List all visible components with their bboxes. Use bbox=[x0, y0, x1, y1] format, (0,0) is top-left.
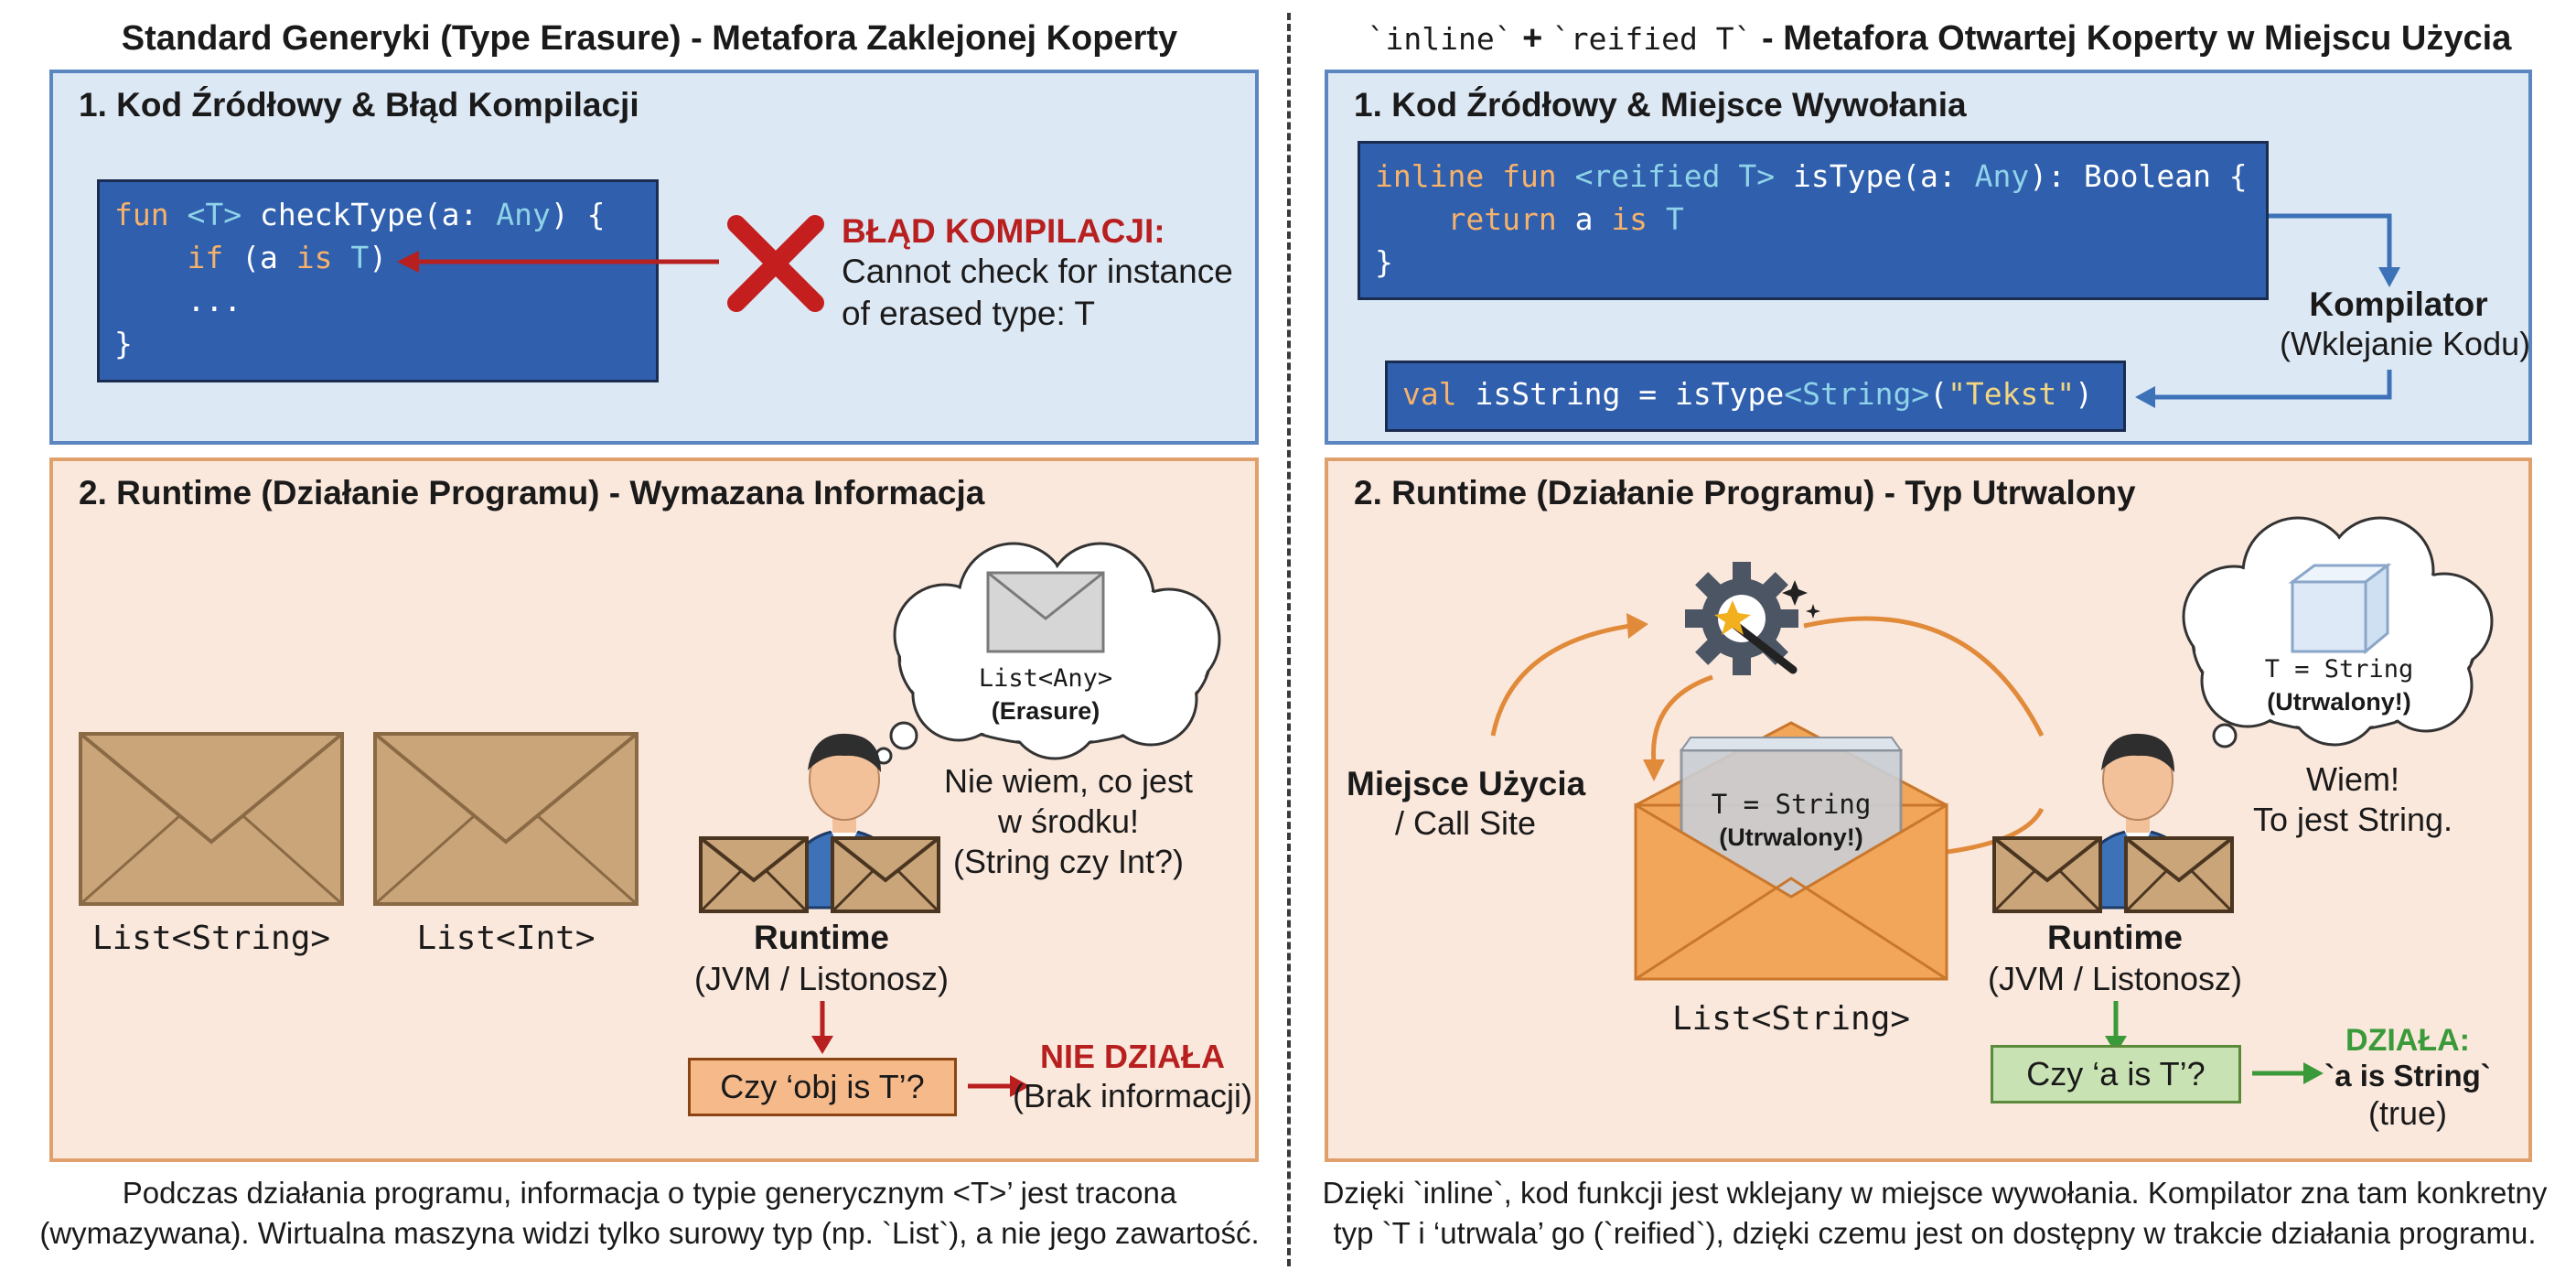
envelope-label-string: List<String> bbox=[91, 920, 331, 957]
right-caption-line-2: typ `T i ‘utrwala’ go (`reified`), dzięk… bbox=[1333, 1216, 2537, 1250]
question-box: Czy ‘a is T’? bbox=[1991, 1045, 2241, 1103]
arrow-icon bbox=[968, 1075, 1030, 1097]
right-column-title: `inline` + `reified T` - Metafora Otwart… bbox=[1317, 13, 2561, 64]
runtime-subtitle: (JVM / Listonosz) bbox=[1987, 960, 2243, 997]
speech-line-3: (String czy Int?) bbox=[952, 843, 1185, 880]
compiler-flow-arrows bbox=[2135, 213, 2400, 408]
result-code: `a is String` bbox=[2324, 1059, 2491, 1093]
envelope-icon bbox=[831, 836, 940, 913]
title-plus: + bbox=[1512, 19, 1552, 58]
result-subtitle: (true) bbox=[2367, 1094, 2447, 1132]
envelope-label-int: List<Int> bbox=[416, 920, 596, 957]
runtime-title: Runtime bbox=[2047, 919, 2183, 956]
left-compile-panel: 1. Kod Źródłowy & Błąd Kompilacji fun <T… bbox=[49, 70, 1259, 445]
column-divider bbox=[1287, 13, 1291, 1266]
code-line-1: inline fun <reified T> isType(a: Any): B… bbox=[1375, 158, 2248, 194]
thought-type: List<Any> bbox=[978, 664, 1113, 693]
title-inline-code: `inline` bbox=[1367, 21, 1513, 57]
compiler-subtitle: (Wklejanie Kodu) bbox=[2280, 325, 2531, 362]
compiler-title: Kompilator bbox=[2309, 285, 2488, 323]
code-line-2: if (a is T) bbox=[187, 240, 388, 275]
right-code-block: inline fun <reified T> isType(a: Any): B… bbox=[1358, 141, 2269, 300]
question-box: Czy ‘obj is T’? bbox=[688, 1058, 957, 1116]
result-fail: NIE DZIAŁA (Brak informacji) bbox=[986, 1038, 1279, 1116]
speech-line-1: Wiem! bbox=[2306, 760, 2399, 798]
envelope-icon bbox=[79, 732, 344, 906]
error-arrow bbox=[397, 251, 719, 273]
right-panel1-title: 1. Kod Źródłowy & Miejsce Wywołania bbox=[1354, 86, 1967, 124]
runtime-title: Runtime bbox=[754, 919, 889, 956]
result-subtitle: (Brak informacji) bbox=[1012, 1077, 1253, 1114]
code-line-3: ... bbox=[114, 283, 242, 318]
left-column-title: Standard Generyki (Type Erasure) - Metaf… bbox=[121, 19, 1178, 58]
code-line-4: } bbox=[114, 326, 133, 361]
envelope-icon bbox=[699, 836, 809, 913]
code-line-2: return a is T bbox=[1447, 201, 1684, 237]
error-message-line2: of erased type: T bbox=[842, 295, 1095, 332]
result-title: DZIAŁA: bbox=[2345, 1023, 2470, 1058]
runtime-subtitle: (JVM / Listonosz) bbox=[693, 960, 950, 997]
speech-line-2: To jest String. bbox=[2252, 801, 2453, 838]
call-site-code: val isString = isType<String>("Tekst") bbox=[1385, 361, 2126, 432]
speech-line-2: w środku! bbox=[997, 802, 1140, 840]
cube-icon bbox=[2288, 563, 2392, 655]
envelope-label-string: List<String> bbox=[1671, 1000, 1911, 1038]
thought-type: T = String bbox=[2264, 655, 2414, 684]
left-caption-line-2: (wymazywana). Wirtualna maszyna widzi ty… bbox=[39, 1216, 1260, 1250]
arrow-icon bbox=[2252, 1062, 2324, 1084]
left-panel1-title: 1. Kod Źródłowy & Błąd Kompilacji bbox=[79, 86, 639, 124]
right-caption-line-1: Dzięki `inline`, kod funkcji jest wkleja… bbox=[1322, 1176, 2548, 1210]
envelope-icon bbox=[2124, 836, 2234, 913]
thought-note: (Utrwalony!) bbox=[2267, 688, 2411, 716]
left-panel2-title: 2. Runtime (Działanie Programu) - Wymaza… bbox=[79, 474, 985, 511]
card-note: (Utrwalony!) bbox=[1719, 824, 1863, 851]
thought-note: (Erasure) bbox=[991, 697, 1100, 725]
call-line: val isString = isType<String>("Tekst") bbox=[1402, 376, 2094, 412]
compile-error: BŁĄD KOMPILACJI: Cannot check for instan… bbox=[842, 212, 1233, 335]
right-compile-panel: 1. Kod Źródłowy & Miejsce Wywołania inli… bbox=[1325, 70, 2532, 445]
left-caption-line-1: Podczas działania programu, informacja o… bbox=[122, 1176, 1177, 1210]
result-title: NIE DZIAŁA bbox=[1040, 1038, 1225, 1075]
title-rest: - Metafora Otwartej Koperty w Miejscu Uż… bbox=[1752, 19, 2512, 58]
call-site-subtitle: / Call Site bbox=[1394, 804, 1537, 842]
envelope-icon bbox=[986, 571, 1105, 653]
right-panel2-title: 2. Runtime (Działanie Programu) - Typ Ut… bbox=[1354, 474, 2136, 511]
right-runtime-panel: 2. Runtime (Działanie Programu) - Typ Ut… bbox=[1325, 458, 2532, 1162]
code-line-3: } bbox=[1375, 244, 1393, 280]
left-caption: Podczas działania programu, informacja o… bbox=[27, 1173, 1272, 1254]
error-message-line1: Cannot check for instance bbox=[842, 253, 1233, 290]
speech-line-1: Nie wiem, co jest bbox=[943, 762, 1194, 800]
left-code-block: fun <T> checkType(a: Any) { if (a is T) … bbox=[97, 179, 659, 382]
envelope-icon bbox=[1992, 836, 2102, 913]
envelope-icon bbox=[1634, 721, 1948, 981]
code-line-1: fun <T> checkType(a: Any) { bbox=[114, 197, 606, 232]
call-site-label: Miejsce Użycia / Call Site bbox=[1347, 765, 1586, 844]
title-reified-code: `reified T` bbox=[1551, 21, 1753, 57]
right-caption: Dzięki `inline`, kod funkcji jest wkleja… bbox=[1308, 1173, 2561, 1254]
call-site-title: Miejsce Użycia bbox=[1347, 765, 1586, 802]
envelope-icon bbox=[373, 732, 639, 906]
left-runtime-panel: 2. Runtime (Działanie Programu) - Wymaza… bbox=[49, 458, 1259, 1162]
runtime-speech: Nie wiem, co jest w środku! (String czy … bbox=[931, 761, 1206, 882]
runtime-speech: Wiem! To jest String. bbox=[2234, 759, 2472, 840]
result-success: DZIAŁA: `a is String` (true) bbox=[2298, 1023, 2517, 1134]
arrow-icon bbox=[811, 1001, 833, 1054]
card-type: T = String bbox=[1711, 789, 1872, 820]
error-title: BŁĄD KOMPILACJI: bbox=[842, 212, 1165, 250]
gear-wand-icon bbox=[1685, 562, 1820, 675]
compiler-label: Kompilator (Wklejanie Kodu) bbox=[2280, 285, 2531, 364]
cross-icon bbox=[727, 215, 824, 312]
